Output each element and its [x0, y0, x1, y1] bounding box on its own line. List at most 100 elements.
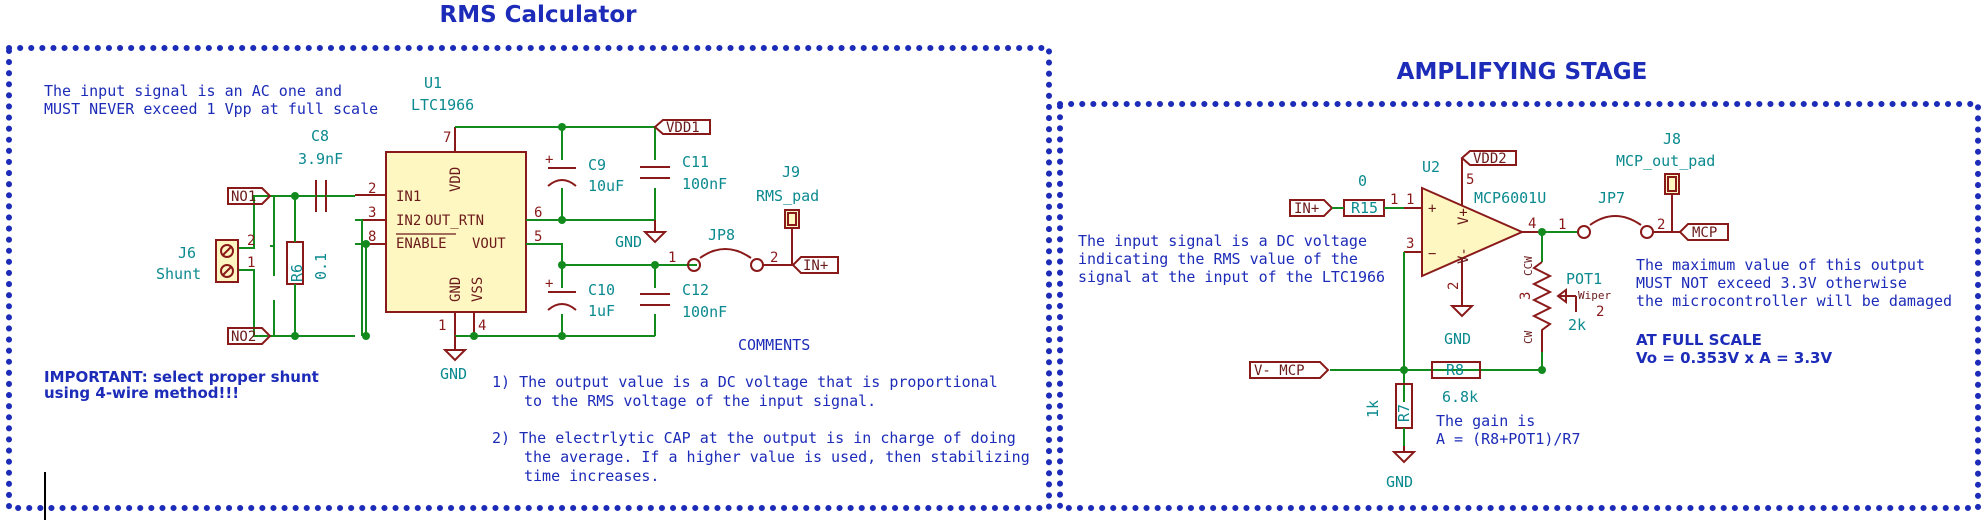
connector-j6[interactable]: [215, 239, 239, 283]
svg-text:NO2: NO2: [231, 329, 256, 345]
pad-j8[interactable]: [1664, 173, 1680, 232]
junction-dot: [1400, 366, 1408, 374]
r15-ref: R15: [1351, 199, 1378, 217]
shunt-wires: [238, 195, 291, 337]
svg-text:V-_MCP: V-_MCP: [1254, 363, 1305, 379]
comments-title: COMMENTS: [738, 336, 810, 354]
capacitor-c9[interactable]: +: [545, 152, 577, 187]
c11-ref: C11: [682, 153, 709, 171]
svg-text:IN+: IN+: [803, 258, 828, 274]
resistor-r7[interactable]: [1395, 383, 1413, 446]
c10-ref: C10: [588, 281, 615, 299]
capacitor-c11[interactable]: [640, 166, 670, 179]
gain-note-line1: The gain is: [1436, 412, 1535, 430]
r8-ref: R8: [1446, 361, 1464, 379]
max-note-line2: MUST NOT exceed 3.3V otherwise: [1636, 274, 1907, 292]
max-note-line1: The maximum value of this output: [1636, 256, 1925, 274]
j6-pin-2: 2: [247, 233, 255, 249]
capacitor-c8[interactable]: [295, 180, 355, 212]
opamp-u2[interactable]: + −: [1404, 158, 1542, 290]
svg-text:VDD1: VDD1: [666, 120, 700, 136]
u2-pin-4: 4: [1528, 216, 1536, 232]
u1-pin-8-num: 8: [368, 229, 376, 245]
r7-value: 1k: [1364, 400, 1382, 418]
gnd-label-r7: GND: [1386, 473, 1413, 491]
pot1-pin-2: 2: [1596, 304, 1604, 320]
gain-note-line2: A = (R8+POT1)/R7: [1436, 430, 1581, 448]
u1-pin-in2-name: IN2: [396, 213, 421, 229]
full-scale-line1: AT FULL SCALE: [1636, 331, 1762, 349]
resistor-r15[interactable]: [1332, 199, 1404, 217]
gnd-symbol-u1: [442, 336, 468, 362]
pot1-ccw: CCW: [1522, 256, 1535, 276]
junction-dot: [1538, 366, 1546, 374]
jp7-ref: JP7: [1598, 189, 1625, 207]
resistor-r6[interactable]: [286, 196, 304, 336]
jp8-pin-2: 2: [770, 250, 778, 266]
gnd-symbol-r7: [1391, 446, 1417, 464]
u1-pin-2-num: 2: [368, 181, 376, 197]
net-label-no2[interactable]: NO2: [227, 327, 272, 345]
resistor-r8[interactable]: [1431, 361, 1481, 379]
svg-text:IN+: IN+: [1294, 201, 1319, 217]
net-label-vminus-mcp[interactable]: V-_MCP: [1249, 361, 1330, 379]
j6-value: Shunt: [156, 265, 201, 283]
pot1-ref: POT1: [1566, 270, 1602, 288]
capacitor-c12[interactable]: [640, 293, 670, 306]
j6-ref: J6: [178, 244, 196, 262]
u1-ref: U1: [424, 74, 442, 92]
potentiometer-pot1[interactable]: [1531, 261, 1577, 352]
j8-value: MCP_out_pad: [1616, 152, 1715, 170]
dc-note-line1: The input signal is a DC voltage: [1078, 232, 1367, 250]
svg-text:+: +: [545, 276, 553, 292]
pad-j9[interactable]: [784, 209, 800, 265]
c8-value: 3.9nF: [298, 150, 343, 168]
amp-section-border: [1057, 101, 1981, 511]
u1-pin-4-num: 4: [478, 318, 486, 334]
dc-note-line3: signal at the input of the LTC1966: [1078, 268, 1385, 286]
u1-ltc1966-body[interactable]: [385, 151, 527, 313]
amp-section-title: AMPLIFYING STAGE: [1397, 59, 1648, 85]
junction-dot: [558, 332, 566, 340]
capacitor-c10[interactable]: +: [545, 276, 577, 311]
j9-ref: J9: [782, 163, 800, 181]
svg-text:−: −: [1428, 246, 1436, 262]
r6-ref: R6: [288, 264, 306, 282]
pot1-pin-3: 3: [1518, 292, 1534, 300]
net-label-no1[interactable]: NO1: [227, 187, 272, 205]
u1-pin-gnd-name: GND: [448, 277, 464, 302]
net-label-in-plus-amp[interactable]: IN+: [1289, 199, 1334, 217]
svg-text:NO1: NO1: [231, 189, 256, 205]
c12-value: 100nF: [682, 303, 727, 321]
j6-pin-1: 1: [247, 255, 255, 271]
net-label-in-plus-rms[interactable]: IN+: [791, 256, 839, 274]
net-label-mcp[interactable]: MCP: [1678, 223, 1729, 241]
u2-ref: U2: [1422, 158, 1440, 176]
pot1-value: 2k: [1568, 316, 1586, 334]
u1-pin-7-num: 7: [443, 130, 451, 146]
jumper-jp7[interactable]: [1577, 215, 1680, 239]
j9-value: RMS_pad: [756, 187, 819, 205]
junction-dot: [1538, 228, 1546, 236]
net-label-vdd2[interactable]: VDD2: [1460, 150, 1517, 167]
max-note-line3: the microcontroller will be damaged: [1636, 292, 1952, 310]
r6-value: 0.1: [312, 253, 330, 280]
c10-value: 1uF: [588, 302, 615, 320]
jp8-ref: JP8: [708, 226, 735, 244]
pot1-cw: CW: [1522, 330, 1535, 344]
gnd-label-u1: GND: [440, 365, 467, 383]
svg-text:MCP: MCP: [1692, 225, 1717, 241]
junction-dot: [470, 332, 478, 340]
comment2-line1: 2) The electrlytic CAP at the output is …: [492, 429, 1016, 447]
u2-pin-3: 3: [1406, 236, 1414, 252]
u2-vp-label: V+: [1456, 208, 1472, 225]
u1-pin-1-num: 1: [438, 318, 446, 334]
u2-pin-2: 2: [1446, 282, 1462, 290]
r7-ref: R7: [1395, 404, 1413, 422]
u1-pin-enable-name: ENABLE: [396, 236, 447, 252]
r15-pin-1: 1: [1390, 192, 1398, 208]
jumper-jp8[interactable]: [562, 248, 793, 272]
u2-pin-1: 1: [1406, 192, 1414, 208]
net-label-vdd1[interactable]: VDD1: [653, 119, 711, 136]
